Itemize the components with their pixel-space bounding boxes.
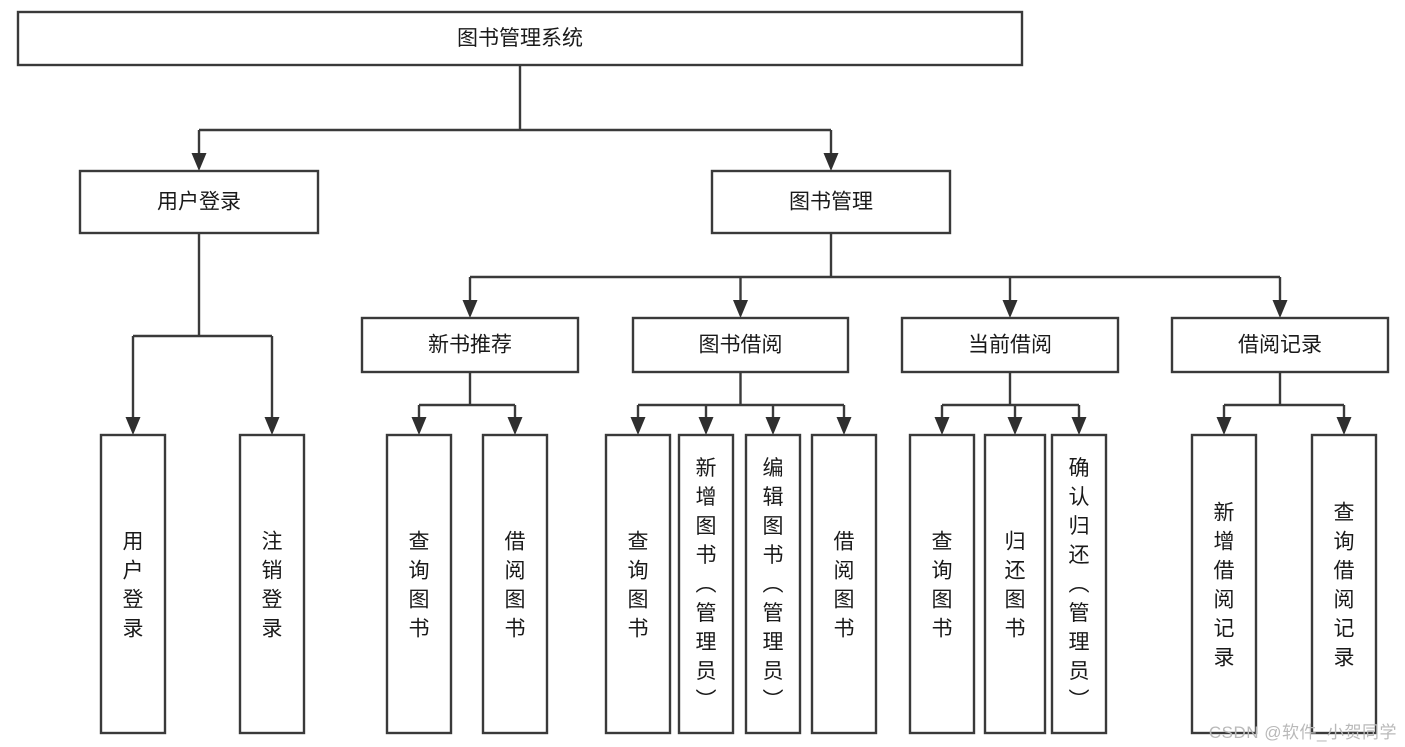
node-label: 图书管理系统 xyxy=(457,27,583,50)
node-label: 归还图书 xyxy=(1005,531,1026,641)
node-leaf-query-book-current[interactable]: 查询图书 xyxy=(908,433,976,735)
arrow-head-icon xyxy=(934,417,950,435)
node-box[interactable] xyxy=(360,316,580,374)
node-label: 查询图书 xyxy=(409,531,430,641)
node-label: 查询借阅记录 xyxy=(1334,502,1355,670)
node-label: 编辑图书︵管理员︶ xyxy=(763,457,784,712)
arrow-head-icon xyxy=(1216,417,1232,435)
node-box[interactable] xyxy=(16,10,1024,67)
node-label: 查询图书 xyxy=(932,531,953,641)
arrow-head-icon xyxy=(1336,417,1352,435)
node-label: 借阅记录 xyxy=(1238,334,1322,357)
arrow-head-icon xyxy=(264,417,280,435)
node-leaf-query-borrow-record[interactable]: 查询借阅记录 xyxy=(1310,433,1378,735)
node-leaf-borrow-book-recommend[interactable]: 借阅图书 xyxy=(481,433,549,735)
node-book-manage[interactable]: 图书管理 xyxy=(710,169,952,235)
arrow-head-icon xyxy=(836,417,852,435)
node-box[interactable] xyxy=(908,433,976,735)
node-label: 借阅图书 xyxy=(505,531,526,641)
node-label: 用户登录 xyxy=(123,531,144,641)
node-box[interactable] xyxy=(385,433,453,735)
arrow-head-icon xyxy=(1272,300,1288,318)
arrow-head-icon xyxy=(1007,417,1023,435)
node-label: 图书管理 xyxy=(789,191,873,214)
node-box[interactable] xyxy=(604,433,672,735)
node-borrow-record[interactable]: 借阅记录 xyxy=(1170,316,1390,374)
node-box[interactable] xyxy=(99,433,167,735)
node-box[interactable] xyxy=(744,433,802,735)
node-label: 用户登录 xyxy=(157,191,241,214)
node-box[interactable] xyxy=(78,169,320,235)
arrow-head-icon xyxy=(411,417,427,435)
node-box[interactable] xyxy=(1190,433,1258,735)
node-leaf-logout[interactable]: 注销登录 xyxy=(238,433,306,735)
arrow-head-icon xyxy=(630,417,646,435)
node-new-book-recommend[interactable]: 新书推荐 xyxy=(360,316,580,374)
node-box[interactable] xyxy=(1310,433,1378,735)
arrow-head-icon xyxy=(733,300,748,318)
node-leaf-add-borrow-record[interactable]: 新增借阅记录 xyxy=(1190,433,1258,735)
node-label: 新书推荐 xyxy=(428,334,512,357)
node-root[interactable]: 图书管理系统 xyxy=(16,10,1024,67)
arrow-head-icon xyxy=(1071,417,1087,435)
node-current-borrow[interactable]: 当前借阅 xyxy=(900,316,1120,374)
arrow-head-icon xyxy=(765,417,781,435)
node-box[interactable] xyxy=(677,433,735,735)
arrow-head-icon xyxy=(698,417,714,435)
arrow-head-icon xyxy=(125,417,141,435)
node-box[interactable] xyxy=(810,433,878,735)
node-label: 新增借阅记录 xyxy=(1214,502,1235,670)
arrow-head-icon xyxy=(823,153,839,171)
node-leaf-add-book-admin[interactable]: 新增图书︵管理员︶ xyxy=(677,433,735,735)
node-box[interactable] xyxy=(710,169,952,235)
node-layer: 图书管理系统用户登录图书管理新书推荐图书借阅当前借阅借阅记录用户登录注销登录查询… xyxy=(16,10,1390,735)
node-label: 借阅图书 xyxy=(834,531,855,641)
node-box[interactable] xyxy=(983,433,1047,735)
node-box[interactable] xyxy=(631,316,850,374)
node-label: 当前借阅 xyxy=(968,334,1052,357)
node-book-borrow[interactable]: 图书借阅 xyxy=(631,316,850,374)
connector-layer xyxy=(125,65,1352,435)
node-leaf-edit-book-admin[interactable]: 编辑图书︵管理员︶ xyxy=(744,433,802,735)
node-box[interactable] xyxy=(238,433,306,735)
node-box[interactable] xyxy=(900,316,1120,374)
node-leaf-return-book[interactable]: 归还图书 xyxy=(983,433,1047,735)
node-leaf-borrow-book[interactable]: 借阅图书 xyxy=(810,433,878,735)
arrow-head-icon xyxy=(191,153,207,171)
arrow-head-icon xyxy=(507,417,523,435)
node-label: 图书借阅 xyxy=(699,334,783,357)
node-label: 注销登录 xyxy=(262,531,283,641)
node-label: 确认归还︵管理员︶ xyxy=(1069,457,1090,712)
arrow-head-icon xyxy=(1002,300,1018,318)
node-leaf-query-book-borrow[interactable]: 查询图书 xyxy=(604,433,672,735)
node-leaf-confirm-return-admin[interactable]: 确认归还︵管理员︶ xyxy=(1050,433,1108,735)
node-user-login[interactable]: 用户登录 xyxy=(78,169,320,235)
node-box[interactable] xyxy=(1050,433,1108,735)
node-leaf-user-login[interactable]: 用户登录 xyxy=(99,433,167,735)
node-box[interactable] xyxy=(1170,316,1390,374)
node-leaf-query-book-recommend[interactable]: 查询图书 xyxy=(385,433,453,735)
node-label: 新增图书︵管理员︶ xyxy=(696,457,717,712)
arrow-head-icon xyxy=(462,300,478,318)
node-label: 查询图书 xyxy=(628,531,649,641)
node-box[interactable] xyxy=(481,433,549,735)
